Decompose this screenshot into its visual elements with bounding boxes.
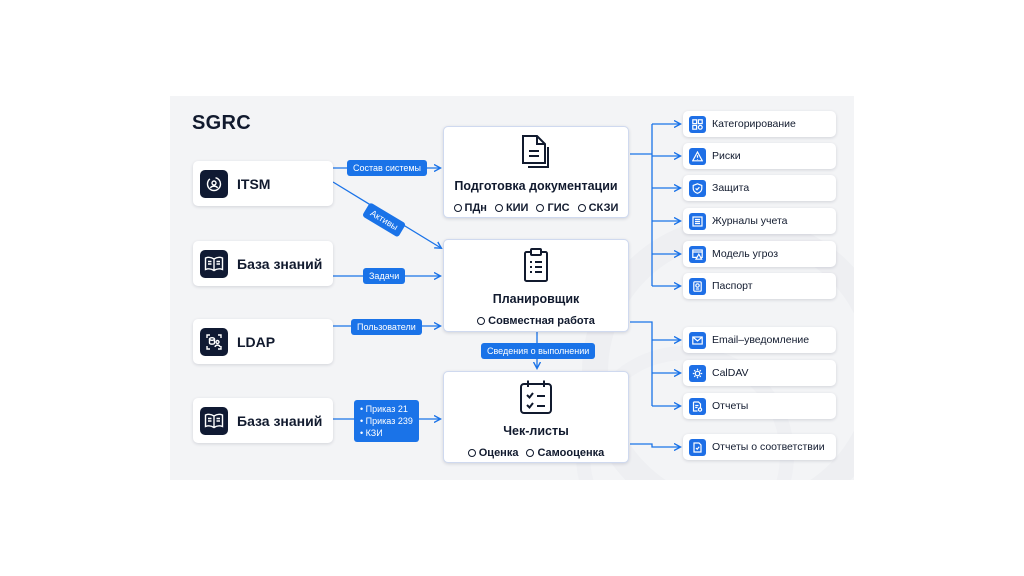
- order-item: • Приказ 239: [360, 416, 413, 426]
- hub-planner[interactable]: Планировщик Совместная работа: [443, 239, 629, 332]
- hub-title: Планировщик: [492, 292, 580, 306]
- output-label: Журналы учета: [712, 215, 788, 227]
- output-reports[interactable]: Отчеты: [683, 393, 836, 419]
- output-label: Email–уведомление: [712, 334, 810, 346]
- hub-title: Чек-листы: [503, 424, 569, 438]
- tag-pdn: ПДн: [453, 202, 487, 214]
- arrow-checklists-report: [630, 444, 680, 447]
- bullet-icon: [526, 449, 535, 457]
- categories-icon: [689, 115, 706, 133]
- output-label: CalDAV: [712, 367, 749, 379]
- hub-checklists[interactable]: Чек-листы Оценка Самооценка: [443, 371, 629, 463]
- output-label: Отчеты о соответствии: [712, 441, 825, 453]
- diagram-panel: SGRC ITSM База знаний LDAP: [170, 96, 854, 480]
- calendar-checklist-icon: [519, 378, 553, 416]
- connector-label-tasks: Задачи: [363, 268, 406, 284]
- book-icon: [200, 406, 228, 435]
- journal-icon: [689, 212, 706, 230]
- output-label: Риски: [712, 150, 741, 162]
- tag-kii: КИИ: [494, 202, 529, 214]
- order-item: • Приказ 21: [360, 404, 408, 414]
- warning-icon: [689, 147, 706, 165]
- bullet-icon: [536, 204, 545, 212]
- source-label: База знаний: [237, 412, 323, 429]
- bus-docs-outputs: [630, 124, 653, 286]
- source-knowledge-base-2[interactable]: База знаний: [193, 398, 333, 443]
- order-item: • КЗИ: [360, 428, 383, 438]
- itsm-icon: [200, 169, 228, 198]
- bullet-icon: [477, 317, 486, 325]
- document-icon: [520, 133, 552, 171]
- bus-planner-outputs: [630, 321, 653, 406]
- tag-label: КИИ: [505, 202, 529, 214]
- connector-label-system-composition: Состав системы: [347, 160, 428, 176]
- output-risks[interactable]: Риски: [683, 143, 836, 169]
- ldap-user-icon: [200, 327, 228, 356]
- hub-tags: ПДн КИИ ГИС СКЗИ: [453, 202, 619, 214]
- tag-label: Оценка: [478, 447, 519, 459]
- tag-label: Совместная работа: [488, 315, 595, 327]
- threat-model-icon: [689, 245, 706, 263]
- output-compliance-reports[interactable]: Отчеты о соответствии: [683, 434, 836, 460]
- tag-label: СКЗИ: [588, 202, 619, 214]
- output-label: Паспорт: [712, 280, 753, 292]
- hub-documentation[interactable]: Подготовка документации ПДн КИИ ГИС СКЗИ: [443, 126, 629, 218]
- hub-tags: Совместная работа: [477, 315, 595, 327]
- source-label: База знаний: [237, 255, 323, 272]
- passport-icon: [689, 277, 706, 295]
- connector-label-orders: • Приказ 21 • Приказ 239 • КЗИ: [354, 400, 419, 442]
- output-passport[interactable]: Паспорт: [683, 273, 836, 299]
- tag-label: ГИС: [547, 202, 570, 214]
- tag-self-assessment: Самооценка: [526, 447, 604, 459]
- hub-tags: Оценка Самооценка: [467, 447, 604, 459]
- source-label: LDAP: [237, 333, 276, 350]
- page-title: SGRC: [192, 112, 251, 134]
- output-label: Категорирование: [712, 118, 796, 130]
- source-knowledge-base[interactable]: База знаний: [193, 241, 333, 286]
- output-caldav[interactable]: CalDAV: [683, 360, 836, 386]
- compliance-report-icon: [689, 438, 706, 456]
- output-protection[interactable]: Защита: [683, 175, 836, 201]
- output-label: Отчеты: [712, 400, 749, 412]
- tag-label: ПДн: [464, 202, 487, 214]
- bullet-icon: [577, 204, 586, 212]
- source-itsm[interactable]: ITSM: [193, 161, 333, 206]
- connector-label-users: Пользователи: [351, 319, 422, 335]
- source-label: ITSM: [237, 175, 271, 192]
- bullet-icon: [494, 204, 503, 212]
- tag-collaboration: Совместная работа: [477, 315, 595, 327]
- reports-icon: [689, 397, 706, 415]
- bullet-icon: [453, 204, 462, 212]
- output-journals[interactable]: Журналы учета: [683, 208, 836, 234]
- tag-assessment: Оценка: [467, 447, 519, 459]
- output-label: Защита: [712, 182, 750, 194]
- hub-title: Подготовка документации: [454, 179, 618, 193]
- shield-icon: [689, 179, 706, 197]
- tag-gis: ГИС: [536, 202, 570, 214]
- source-ldap[interactable]: LDAP: [193, 319, 333, 364]
- output-threat-model[interactable]: Модель угроз: [683, 241, 836, 267]
- output-label: Модель угроз: [712, 248, 779, 260]
- clipboard-icon: [522, 246, 550, 284]
- bullet-icon: [467, 449, 476, 457]
- caldav-icon: [689, 364, 706, 382]
- connector-label-execution-info: Сведения о выполнении: [481, 343, 596, 359]
- tag-label: Самооценка: [537, 447, 605, 459]
- email-icon: [689, 331, 706, 349]
- output-categorization[interactable]: Категорирование: [683, 111, 836, 137]
- output-email-notification[interactable]: Email–уведомление: [683, 327, 836, 353]
- tag-skzi: СКЗИ: [577, 202, 619, 214]
- book-icon: [200, 249, 228, 278]
